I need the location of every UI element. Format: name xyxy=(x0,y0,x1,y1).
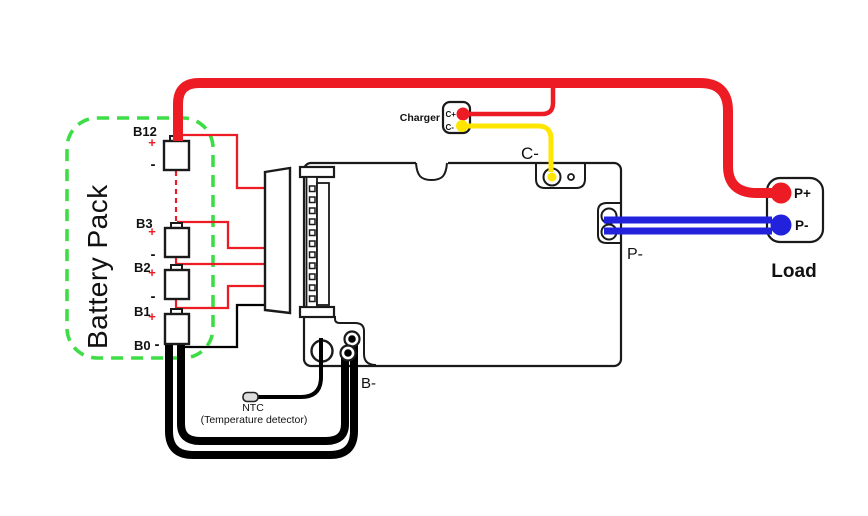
minus-sign-b12: - xyxy=(151,156,156,173)
wire-sense-b1 xyxy=(177,284,265,310)
cell-b1 xyxy=(163,308,191,346)
cell-b1-label: B1 xyxy=(134,304,151,319)
wire-sense-b3 xyxy=(177,220,265,250)
p-minus-pad-tab xyxy=(597,202,620,244)
charger-c-plus-label: C+ xyxy=(446,110,457,119)
plus-sign-b12: + xyxy=(148,135,156,150)
ntc-probe-tip xyxy=(242,391,259,403)
ntc-sublabel: (Temperature detector) xyxy=(201,414,308,426)
charger-c-minus-label: C- xyxy=(446,123,455,132)
wire-main-positive xyxy=(173,78,775,198)
charger-label: Charger xyxy=(400,112,440,124)
pin-header-bottom-cap xyxy=(298,305,336,319)
minus-sign-b2: - xyxy=(151,288,156,305)
cell-b2 xyxy=(163,264,191,301)
plus-sign-b1: + xyxy=(148,309,156,324)
wire-sense-b0 xyxy=(184,303,265,349)
charger-c-plus-terminal xyxy=(456,107,470,121)
ntc-wire xyxy=(257,338,323,399)
b-minus-pad-bottom-dot xyxy=(344,349,352,357)
load-p-minus-label: P- xyxy=(795,218,809,233)
charger-c-minus-terminal xyxy=(456,120,468,132)
wire-charger-negative xyxy=(467,123,554,172)
wire-b-minus-outer xyxy=(165,342,358,459)
load-p-plus-terminal xyxy=(770,182,792,204)
node-b0-label: B0 xyxy=(134,338,151,353)
plus-sign-b2: + xyxy=(148,265,156,280)
minus-sign-b0: - xyxy=(155,336,160,353)
cell-b12 xyxy=(162,135,191,172)
c-minus-pad-label: C- xyxy=(521,144,539,163)
bms-board-body xyxy=(302,161,623,368)
board-top-notch xyxy=(415,162,448,182)
cell-b2-body xyxy=(163,268,191,301)
balance-connector-plug xyxy=(263,166,292,315)
ntc-label: NTC xyxy=(242,402,264,414)
notch-gap xyxy=(416,159,448,166)
c-minus-small-hole xyxy=(567,173,575,181)
cell-b3 xyxy=(163,222,191,259)
pin-header xyxy=(298,165,336,319)
cell-b12-label: B12 xyxy=(133,124,157,139)
wire-b-minus-inner xyxy=(177,345,349,445)
wire-sense-b12 xyxy=(181,133,265,190)
wire-charger-positive xyxy=(468,87,556,117)
minus-sign-b3: - xyxy=(151,246,156,263)
plus-sign-b3: + xyxy=(148,224,156,239)
c-minus-pad-solder xyxy=(547,172,557,182)
cell-b12-body xyxy=(162,139,191,172)
load-p-plus-label: P+ xyxy=(794,186,811,201)
cell-b2-label: B2 xyxy=(134,260,151,275)
load-label: Load xyxy=(771,261,816,282)
c-minus-pad-tab xyxy=(535,164,586,189)
pin-header-pins xyxy=(308,185,316,303)
b-minus-pad-top-dot xyxy=(348,335,356,343)
cell-b1-body xyxy=(163,312,191,346)
b-minus-pad-region-line xyxy=(334,316,377,366)
load-p-minus-terminal xyxy=(770,214,792,236)
battery-pack-label: Battery Pack xyxy=(82,184,113,349)
cell-b3-body xyxy=(163,226,191,259)
pin-header-top-cap xyxy=(298,165,336,179)
pin-header-body xyxy=(316,182,330,306)
b-minus-pad-label: B- xyxy=(361,375,376,392)
p-minus-pad-label: P- xyxy=(627,246,643,263)
cell-b3-label: B3 xyxy=(136,216,153,231)
battery-pack-outline xyxy=(65,116,215,360)
bms-board xyxy=(298,159,623,368)
